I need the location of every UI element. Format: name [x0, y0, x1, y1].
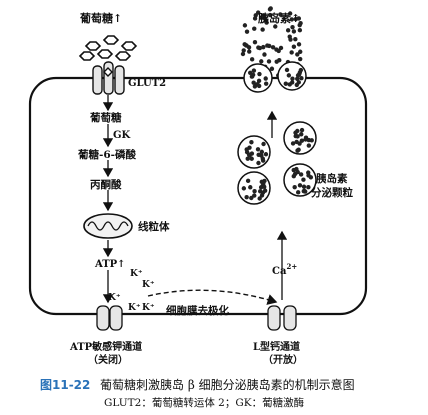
label-k-5: K⁺ — [142, 303, 155, 313]
fusing-vesicle — [277, 61, 307, 91]
label-mitochondria: 线粒体 — [138, 220, 170, 233]
label-granules-1: 胰岛素 — [316, 172, 348, 185]
mitochondrion — [83, 213, 133, 239]
label-gk: GK — [113, 130, 131, 141]
label-ca-1: L型钙通道 — [253, 340, 300, 353]
label-k-2: K⁺ — [142, 280, 155, 290]
label-k-4: K⁺ — [128, 303, 141, 313]
label-insulin: 胰岛素↑ — [257, 11, 300, 25]
granule — [237, 171, 271, 205]
secretory-granules — [237, 121, 317, 205]
granule — [283, 121, 317, 155]
katp-channel — [96, 305, 123, 331]
insulin-secretion-diagram: 葡萄糖↑ GLUT2 葡萄糖 GK 葡糖-6-磷酸 丙酮酸 线粒体 ATP↑ K… — [28, 6, 368, 366]
label-pyruvate: 丙酮酸 — [90, 178, 122, 191]
glut2-transporter — [92, 61, 125, 95]
cell-membrane — [28, 76, 368, 316]
label-calcium: Ca2+ — [272, 262, 297, 277]
granule — [237, 135, 271, 169]
label-k-3: K⁺ — [108, 293, 121, 303]
glucose-molecules — [78, 35, 138, 61]
label-glucose-outside: 葡萄糖↑ — [79, 11, 122, 25]
figure-title: 葡萄糖刺激胰岛 β 细胞分泌胰岛素的机制示意图 — [100, 378, 355, 392]
label-g6p: 葡糖-6-磷酸 — [77, 148, 137, 161]
label-katp-2: （关闭） — [88, 353, 128, 366]
label-depolarization: 细胞膜去极化 — [166, 304, 229, 317]
label-k-1: K⁺ — [130, 269, 143, 279]
label-granules-2: 分泌颗粒 — [311, 186, 353, 199]
ca-channel — [267, 305, 297, 331]
granule — [283, 163, 317, 197]
exocytosis-vesicles — [243, 61, 307, 93]
label-glucose: 葡萄糖 — [89, 111, 122, 124]
figure-number: 图11-22 — [40, 378, 91, 392]
fusing-vesicle — [243, 63, 273, 93]
label-atp: ATP↑ — [94, 259, 126, 270]
figure-note: GLUT2：葡萄糖转运体 2；GK：葡糖激酶 — [104, 397, 305, 409]
label-katp-1: ATP敏感钾通道 — [69, 340, 142, 353]
label-ca-2: （开放） — [263, 353, 303, 366]
depolarization-arrow — [147, 289, 278, 305]
label-glut2: GLUT2 — [128, 78, 166, 89]
